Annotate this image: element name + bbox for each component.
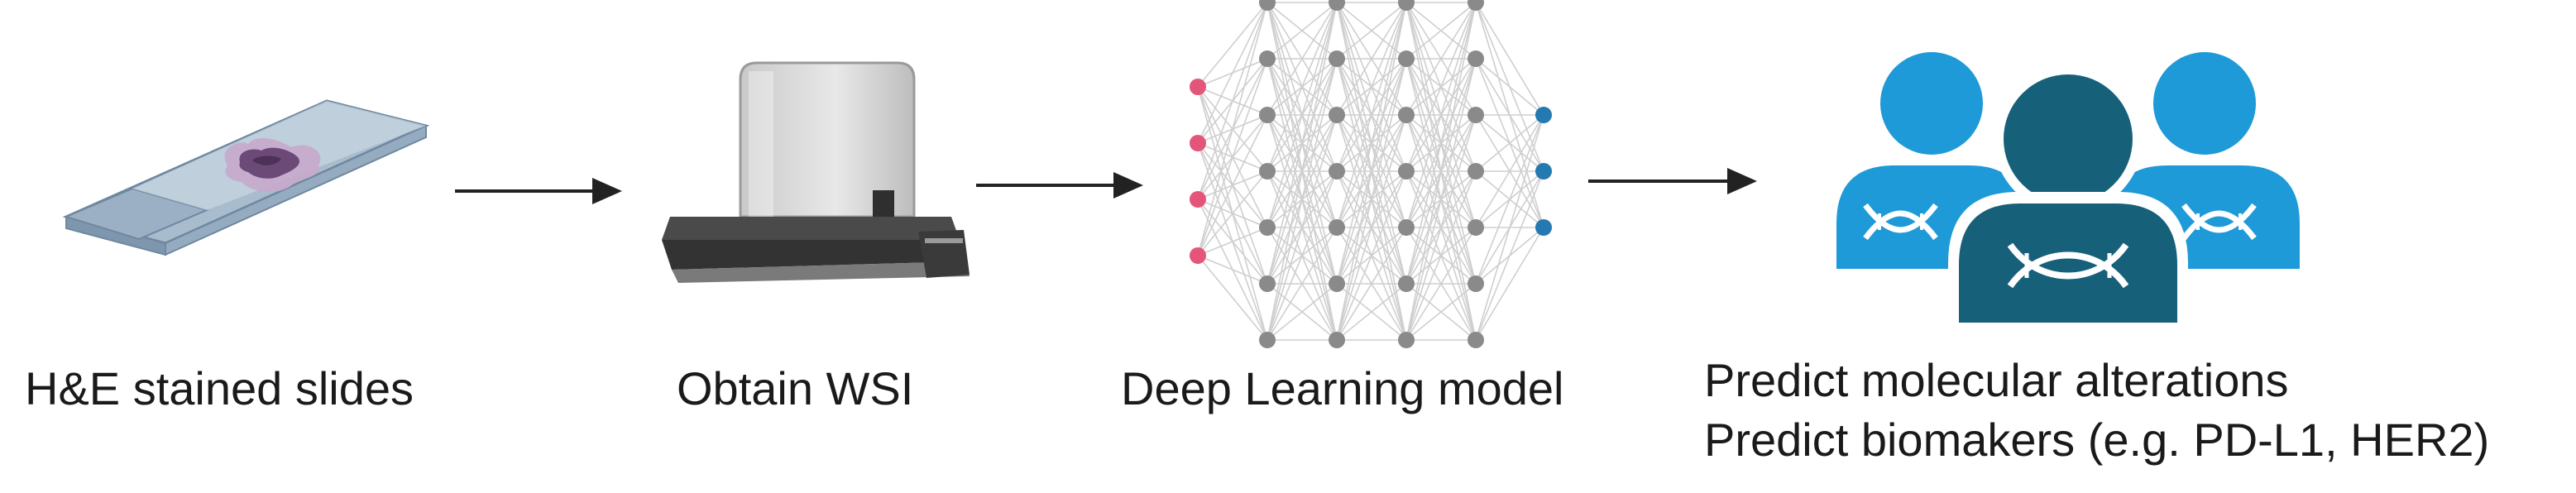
predict-line-1: Predict molecular alterations xyxy=(1704,354,2289,406)
step-label-predict: Predict molecular alterations Predict bi… xyxy=(1704,352,2489,471)
hidden-node xyxy=(1398,332,1415,348)
tissue-sample-icon xyxy=(224,137,321,193)
hidden-node xyxy=(1259,0,1276,11)
step-label-wsi: Obtain WSI xyxy=(677,362,914,414)
hidden-node xyxy=(1329,0,1345,11)
output-node xyxy=(1535,163,1552,179)
hidden-node xyxy=(1259,107,1276,123)
patient-center-icon xyxy=(1948,65,2188,328)
step-label-slides: H&E stained slides xyxy=(25,362,414,414)
hidden-node xyxy=(1259,50,1276,67)
hidden-node xyxy=(1259,219,1276,236)
input-node xyxy=(1190,191,1206,208)
glass-slide-icon xyxy=(62,99,430,256)
hidden-node xyxy=(1398,163,1415,179)
input-node xyxy=(1190,135,1206,151)
hidden-node xyxy=(1329,107,1345,123)
output-node xyxy=(1535,107,1552,123)
hidden-node xyxy=(1468,50,1484,67)
hidden-node xyxy=(1329,332,1345,348)
hidden-node xyxy=(1468,0,1484,11)
neural-network-edges xyxy=(1197,2,1544,341)
hidden-node xyxy=(1468,219,1484,236)
hidden-node xyxy=(1468,275,1484,292)
hidden-node xyxy=(1259,275,1276,292)
input-node xyxy=(1190,79,1206,95)
patients-icon xyxy=(1836,52,2300,328)
hidden-node xyxy=(1398,0,1415,11)
hidden-node xyxy=(1468,332,1484,348)
hidden-node xyxy=(1468,107,1484,123)
input-node xyxy=(1190,247,1206,264)
hidden-node xyxy=(1329,50,1345,67)
step-label-model: Deep Learning model xyxy=(1121,362,1564,414)
hidden-node xyxy=(1329,219,1345,236)
predict-line-2: Predict biomakers (e.g. PD-L1, HER2) xyxy=(1704,414,2490,466)
hidden-node xyxy=(1398,107,1415,123)
hidden-node xyxy=(1329,163,1345,179)
hidden-node xyxy=(1398,275,1415,292)
slide-scanner-icon xyxy=(662,61,970,283)
hidden-node xyxy=(1398,219,1415,236)
hidden-node xyxy=(1468,163,1484,179)
hidden-node xyxy=(1398,50,1415,67)
hidden-node xyxy=(1329,275,1345,292)
hidden-node xyxy=(1259,332,1276,348)
neural-network-icon xyxy=(1190,0,1552,348)
hidden-node xyxy=(1259,163,1276,179)
output-node xyxy=(1535,219,1552,236)
